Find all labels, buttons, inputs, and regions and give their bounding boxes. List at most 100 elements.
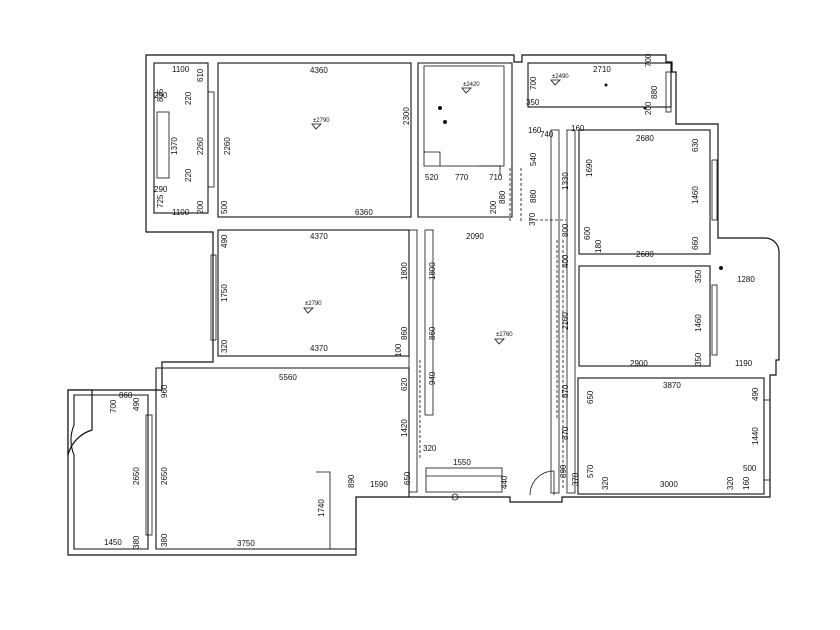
dimension-label: 1750: [220, 284, 229, 302]
dimension-label: 380: [132, 535, 141, 549]
outlet-dot: [604, 83, 608, 87]
dimension-label: 1100: [172, 65, 190, 74]
outlet-dot: [438, 106, 442, 110]
dimension-label: 880: [650, 85, 659, 99]
dimension-labels-horizontal: 1100 1100 4360 6360 520 770 710 2710 350…: [104, 65, 757, 548]
dimension-label: 200: [196, 200, 205, 214]
dimension-label: 320: [220, 339, 229, 353]
dimension-label: 350: [526, 98, 540, 107]
dimension-label: 500: [220, 200, 229, 214]
dimension-label: 2260: [196, 137, 205, 155]
dimension-label: 440: [500, 475, 509, 489]
dimension-label: 350: [694, 352, 703, 366]
dimension-label: 100: [394, 343, 403, 357]
dimension-label: 1280: [737, 275, 755, 284]
dimension-label: 2260: [223, 137, 232, 155]
dimension-label: 540: [529, 152, 538, 166]
dimension-label: 710: [489, 173, 503, 182]
outlet-dot: [719, 266, 723, 270]
dimension-label: 2680: [636, 134, 654, 143]
dimension-label: 600: [583, 226, 592, 240]
elevation-label: ±2420: [463, 82, 480, 88]
dimension-label: 2900: [630, 359, 648, 368]
dimension-label: 1460: [691, 186, 700, 204]
dimension-label: 490: [751, 387, 760, 401]
dimension-label: 290: [154, 185, 168, 194]
dimension-label: 3870: [663, 381, 681, 390]
dashed-guides: [419, 168, 566, 496]
dimension-label: 350: [694, 269, 703, 283]
dimension-label: 2160: [561, 312, 570, 330]
dimension-label: 200: [489, 200, 498, 214]
elevation-marker: [303, 307, 314, 314]
elevation-label: ±2790: [313, 118, 330, 124]
dimension-label: 490: [220, 234, 229, 248]
dimension-label: 3750: [237, 539, 255, 548]
elevation-marker: [311, 123, 322, 130]
dimension-label: 650: [586, 390, 595, 404]
elevation-marker: [550, 79, 561, 86]
elevation-label: ±2490: [552, 74, 569, 80]
dimension-label: 940: [428, 371, 437, 385]
dimension-label: 1740: [317, 499, 326, 517]
dimension-label: 2680: [636, 250, 654, 259]
dimension-label: 630: [691, 138, 700, 152]
dimension-label: 1100: [172, 208, 190, 217]
dimension-label: 6360: [355, 208, 373, 217]
dimension-label: 890: [347, 474, 356, 488]
dimension-label: 4370: [310, 232, 328, 241]
dimension-label: 160: [742, 476, 751, 490]
dimension-label: 700: [644, 53, 653, 67]
elevation-marker: [494, 338, 505, 345]
outlet-dot: [643, 106, 647, 110]
dimension-label: 290: [154, 91, 168, 100]
dimension-label: 1800: [428, 262, 437, 280]
dimension-label: 1370: [170, 137, 179, 155]
dimension-label: 1590: [370, 480, 388, 489]
dimension-label: 1450: [104, 538, 122, 547]
outlet-dot: [443, 120, 447, 124]
elevation-marker: [461, 87, 472, 94]
dimension-label: 5560: [279, 373, 297, 382]
dimension-label: 880: [498, 190, 507, 204]
dimension-label: 725: [156, 194, 165, 208]
dimension-label: 1330: [561, 172, 570, 190]
dimension-label: 890: [559, 464, 568, 478]
dimension-label: 180: [594, 239, 603, 253]
dimension-label: 610: [196, 68, 205, 82]
dimension-label: 2300: [402, 107, 411, 125]
elevation-markers: ±2790 ±2420 ±2490 ±2790 ±2760: [303, 74, 723, 345]
dimension-label: 870: [561, 384, 570, 398]
dimension-label: 860: [119, 391, 133, 400]
dimension-label: 870: [561, 426, 570, 440]
dimension-label: 1550: [453, 458, 471, 467]
dimension-label: 520: [425, 173, 439, 182]
dimension-label: 770: [455, 173, 469, 182]
dimension-label: 4360: [310, 66, 328, 75]
elevation-label: ±2790: [305, 301, 322, 307]
dimension-label: 490: [132, 397, 141, 411]
dimension-label: 660: [691, 236, 700, 250]
dimension-label: 500: [743, 464, 757, 473]
dimension-label: 220: [184, 168, 193, 182]
dimension-label: 2710: [593, 65, 611, 74]
dimension-label: 320: [423, 444, 437, 453]
dimension-label: 4370: [310, 344, 328, 353]
dimension-label: 200: [644, 101, 653, 115]
dimension-label: 960: [160, 384, 169, 398]
dimension-label: 2650: [160, 467, 169, 485]
dimension-label: 160: [571, 124, 585, 133]
dimension-label: 1800: [400, 262, 409, 280]
dimension-label: 400: [561, 254, 570, 268]
room-outlines: [70, 62, 771, 550]
dimension-label: 1690: [585, 159, 594, 177]
dimension-label: 370: [528, 212, 537, 226]
dimension-label: 2650: [132, 467, 141, 485]
elevation-label: ±2760: [496, 332, 513, 338]
dimension-label: 320: [726, 476, 735, 490]
dimension-label: 160: [528, 126, 542, 135]
dimension-label: 1440: [751, 427, 760, 445]
dimension-label: 1460: [694, 314, 703, 332]
dimension-label: 860: [400, 326, 409, 340]
dimension-label: 835: [156, 88, 165, 102]
